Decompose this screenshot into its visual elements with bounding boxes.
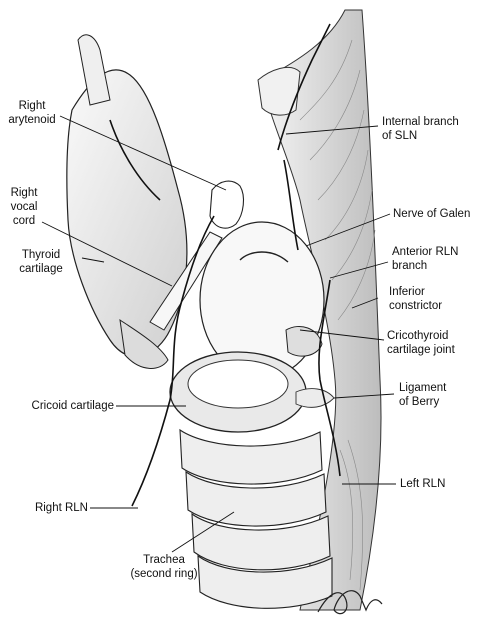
label-inferior-constrictor-line2: constrictor [389, 300, 443, 312]
label-right-vocal-cord-line3: cord [12, 215, 36, 227]
label-right-vocal-cord-line1: Right [10, 187, 38, 199]
label-right-vocal-cord: Right vocal cord [4, 186, 44, 228]
label-ligament-of-berry-line2: of Berry [399, 396, 440, 408]
label-anterior-rln-branch-line1: Anterior RLN [392, 246, 459, 258]
label-right-rln: Right RLN [22, 501, 88, 515]
label-nerve-of-galen-line1: Nerve of Galen [393, 208, 471, 220]
label-inferior-constrictor: Inferior constrictor [389, 285, 485, 313]
right-vocal-cord-shape [149, 231, 223, 331]
right-arytenoid-nerve [109, 119, 161, 201]
right-arytenoid-shape [209, 180, 245, 229]
trachea-rings [179, 428, 333, 609]
label-inferior-constrictor-line1: Inferior [389, 286, 425, 298]
label-cricothyroid-joint-line1: Cricothyroid [387, 330, 449, 342]
label-internal-branch-sln-line1: Internal branch [382, 116, 459, 128]
leader-lines [41, 115, 396, 553]
label-trachea: Trachea (second ring) [112, 553, 216, 581]
label-thyroid-cartilage-line1: Thyroid [21, 249, 61, 261]
right-rln-path [131, 215, 215, 507]
label-anterior-rln-branch-line2: branch [392, 260, 428, 272]
muscle-striations [299, 39, 376, 591]
label-nerve-of-galen: Nerve of Galen [393, 207, 489, 221]
artist-signature [317, 590, 383, 615]
label-right-arytenoid: Right arytenoid [4, 99, 60, 127]
inferior-constrictor-muscle [261, 9, 382, 611]
galen-path [283, 159, 299, 251]
ligament-of-berry-shape [295, 388, 335, 408]
nerves [109, 23, 341, 507]
cricothyroid-joint-shape [285, 326, 323, 357]
label-right-arytenoid-line2: arytenoid [8, 114, 56, 126]
label-ligament-of-berry: Ligament of Berry [399, 381, 489, 409]
label-cricothyroid-joint-line2: cartilage joint [387, 344, 455, 356]
label-thyroid-cartilage: Thyroid cartilage [2, 248, 80, 276]
label-right-vocal-cord-line2: vocal [10, 201, 38, 213]
label-right-rln-line1: Right RLN [34, 502, 88, 514]
thyroid-upper-horn [77, 34, 111, 106]
label-trachea-line1: Trachea [143, 554, 185, 566]
upper-right-cartilage [257, 67, 301, 116]
label-right-arytenoid-line1: Right [18, 100, 46, 112]
label-cricoid-cartilage-line1: Cricoid cartilage [31, 400, 114, 412]
label-left-rln-line1: Left RLN [400, 478, 446, 490]
label-internal-branch-sln: Internal branch of SLN [382, 115, 490, 143]
left-rln-path [318, 279, 341, 477]
label-ligament-of-berry-line1: Ligament [399, 382, 447, 394]
label-cricothyroid-joint: Cricothyroid cartilage joint [387, 329, 489, 357]
label-thyroid-cartilage-line2: cartilage [19, 263, 63, 275]
internal-sln-path [277, 23, 331, 151]
label-internal-branch-sln-line2: of SLN [382, 130, 418, 142]
label-cricoid-cartilage: Cricoid cartilage [12, 399, 114, 413]
label-left-rln: Left RLN [400, 477, 488, 491]
thyroid-lower-rim [119, 318, 169, 369]
label-trachea-line2: (second ring) [130, 568, 198, 580]
label-anterior-rln-branch: Anterior RLN branch [392, 245, 488, 273]
thyroid-cartilage-shape [66, 69, 188, 358]
